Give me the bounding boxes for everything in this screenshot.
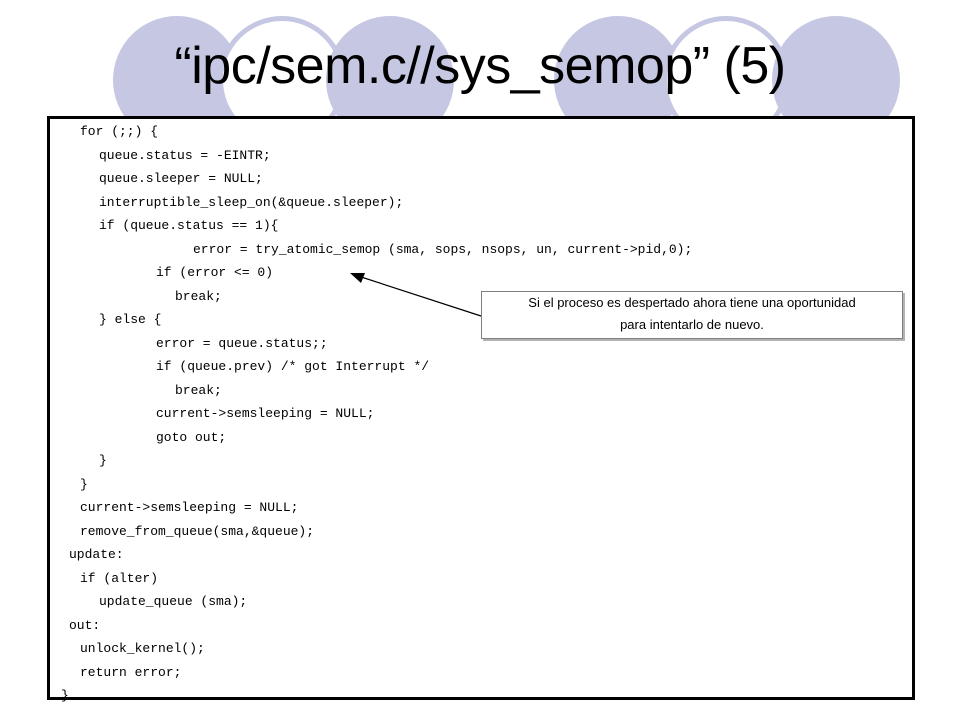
code-line: break; (175, 383, 222, 398)
code-line: } (61, 688, 69, 703)
code-line: interruptible_sleep_on(&queue.sleeper); (99, 195, 404, 210)
code-line: if (alter) (80, 571, 159, 586)
code-line: if (queue.prev) /* got Interrupt */ (156, 359, 430, 374)
slide-title: “ipc/sem.c//sys_semop” (5) (174, 37, 786, 95)
code-line: remove_from_queue(sma,&queue); (80, 524, 315, 539)
code-line: current->semsleeping = NULL; (80, 500, 299, 515)
code-line: return error; (80, 665, 182, 680)
code-line: out: (69, 618, 101, 633)
callout-note: Si el proceso es despertado ahora tiene … (481, 291, 903, 339)
callout-text-line-2: para intentarlo de nuevo. (620, 317, 764, 332)
code-line: if (queue.status == 1){ (99, 218, 279, 233)
code-line: break; (175, 289, 222, 304)
code-line: goto out; (156, 430, 227, 445)
code-line: queue.sleeper = NULL; (99, 171, 263, 186)
code-line: error = try_atomic_semop (sma, sops, nso… (193, 242, 693, 257)
code-line: } (99, 453, 107, 468)
code-listing: for (;;) { queue.status = -EINTR; queue.… (47, 116, 915, 703)
code-line: } else { (99, 312, 162, 327)
code-line: current->semsleeping = NULL; (156, 406, 375, 421)
callout-text-line-1: Si el proceso es despertado ahora tiene … (528, 295, 856, 310)
code-line: update: (69, 547, 124, 562)
code-line: } (80, 477, 88, 492)
code-line: queue.status = -EINTR; (99, 148, 271, 163)
code-line: if (error <= 0) (156, 265, 274, 280)
code-line: for (;;) { (80, 124, 159, 139)
code-line: update_queue (sma); (99, 594, 248, 609)
code-line: error = queue.status;; (156, 336, 328, 351)
code-line: unlock_kernel(); (80, 641, 205, 656)
